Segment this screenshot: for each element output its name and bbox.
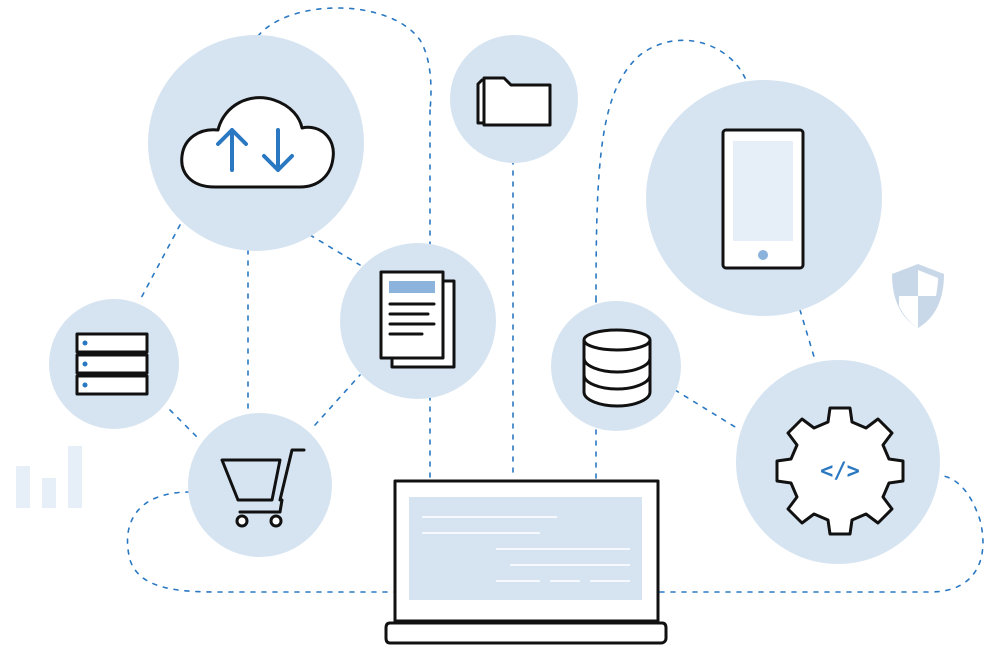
- laptop-icon: [384, 479, 668, 645]
- database-icon: [582, 328, 652, 408]
- code-symbol: </>: [820, 459, 860, 484]
- cloud-upload-download-icon: [180, 96, 335, 189]
- folder-icon: [476, 76, 552, 127]
- document-icon: [379, 270, 456, 369]
- server-rack-icon: [75, 332, 149, 396]
- bar-chart-icon: [16, 446, 82, 508]
- shopping-cart-icon: [220, 448, 306, 528]
- tablet-icon: [721, 128, 805, 270]
- shield-icon: [892, 264, 944, 328]
- cart-bubble: [188, 413, 332, 557]
- gear-code-icon: </>: [775, 406, 905, 536]
